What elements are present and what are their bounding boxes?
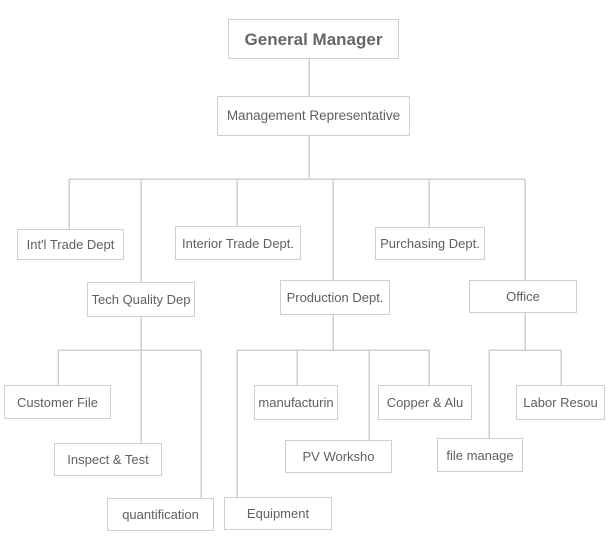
copper-alu-label: Copper & Alu	[386, 395, 464, 410]
intl-trade-dept-label: Int'l Trade Dept	[26, 237, 115, 252]
tech-quality-dept-box: Tech Quality Dep	[87, 282, 195, 317]
production-dept-box: Production Dept.	[280, 280, 390, 315]
general-manager-box: General Manager	[228, 19, 399, 59]
pv-workshop-label: PV Worksho	[302, 449, 375, 464]
office-label: Office	[506, 289, 540, 304]
quantification-label: quantification	[122, 507, 199, 522]
inspect-test-box: Inspect & Test	[54, 443, 162, 476]
equipment-box: Equipment	[224, 497, 332, 530]
quantification-box: quantification	[107, 498, 214, 531]
purchasing-dept-label: Purchasing Dept.	[380, 236, 480, 251]
equipment-label: Equipment	[246, 506, 310, 521]
management-representative-box: Management Representative	[217, 96, 410, 136]
management-representative-label: Management Representative	[226, 108, 401, 124]
manufacturing-box: manufacturin	[254, 385, 338, 420]
file-manage-box: file manage	[437, 438, 523, 472]
pv-workshop-box: PV Worksho	[285, 440, 392, 473]
customer-file-label: Customer File	[17, 394, 98, 410]
copper-alu-box: Copper & Alu	[378, 385, 472, 420]
interior-trade-dept-box: Interior Trade Dept.	[175, 226, 301, 260]
general-manager-label: General Manager	[244, 29, 383, 49]
manufacturing-label: manufacturin	[258, 395, 334, 410]
interior-trade-dept-label: Interior Trade Dept.	[182, 235, 294, 251]
production-dept-label: Production Dept.	[286, 290, 384, 305]
office-box: Office	[469, 280, 577, 313]
labor-resources-label: Labor Resou	[523, 395, 598, 410]
purchasing-dept-box: Purchasing Dept.	[375, 227, 485, 260]
tech-quality-dept-label: Tech Quality Dep	[91, 292, 191, 307]
file-manage-label: file manage	[446, 447, 514, 463]
inspect-test-label: Inspect & Test	[67, 452, 149, 467]
customer-file-box: Customer File	[4, 385, 111, 419]
intl-trade-dept-box: Int'l Trade Dept	[17, 229, 124, 260]
labor-resources-box: Labor Resou	[516, 385, 605, 420]
